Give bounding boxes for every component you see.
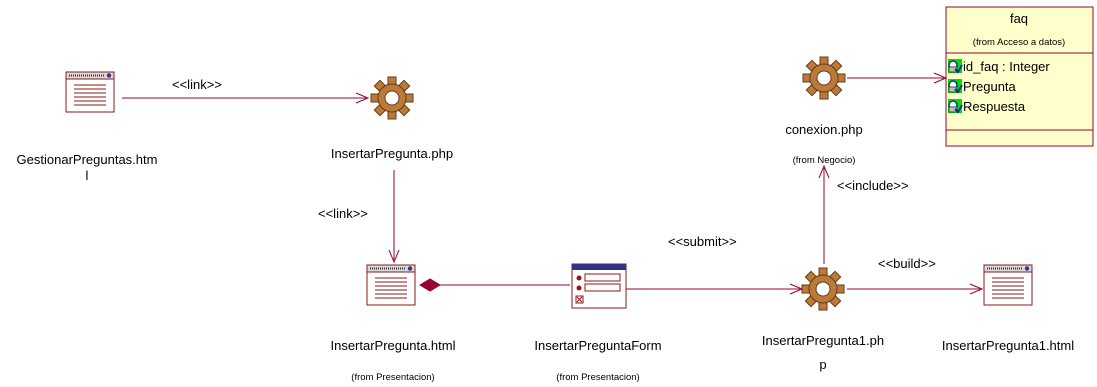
submit-stereotype: <<submit>>: [668, 234, 737, 249]
class-name: faq: [1010, 11, 1028, 26]
build-stereotype: <<build>>: [878, 256, 936, 271]
include-arrowhead: [818, 164, 830, 179]
link-arrowhead-1: [355, 92, 370, 104]
node-insertar-pregunta-php[interactable]: InsertarPregunta.php: [331, 76, 453, 161]
class-from: (from Acceso a datos): [973, 37, 1065, 48]
node-insertar-pregunta-html[interactable]: InsertarPregunta.html (from Presentacion…: [330, 264, 456, 383]
node-label: GestionarPreguntas.htm: [17, 152, 158, 167]
include-stereotype: <<include>>: [837, 178, 909, 193]
node-insertar-pregunta-form[interactable]: InsertarPreguntaForm (from Presentacion): [534, 263, 662, 383]
link-arrowhead-2: [388, 249, 400, 264]
form-icon: [571, 263, 627, 309]
node-label: InsertarPregunta.php: [331, 146, 453, 161]
class-attribute: Pregunta: [963, 79, 1017, 94]
gear-icon: [802, 56, 846, 100]
node-label: InsertarPreguntaForm: [534, 338, 661, 353]
attribute-icon: [947, 58, 963, 74]
node-label: conexion.php: [785, 122, 862, 137]
class-attribute: id_faq : Integer: [963, 59, 1050, 74]
node-label: InsertarPregunta.html: [330, 338, 455, 353]
class-box: [945, 6, 1094, 147]
node-label: InsertarPregunta1.html: [942, 338, 1074, 353]
page-icon: [983, 264, 1033, 306]
node-from: (from Presentacion): [351, 372, 434, 383]
class-attribute: Respuesta: [963, 99, 1026, 114]
attribute-icon: [947, 98, 963, 114]
aggregation-diamond: [419, 278, 441, 292]
node-from: (from Presentacion): [556, 372, 639, 383]
gear-icon: [370, 76, 414, 120]
link-stereotype-1: <<link>>: [172, 77, 222, 92]
node-insertar-pregunta1-php[interactable]: InsertarPregunta1.ph p: [762, 267, 884, 372]
build-arrowhead: [969, 283, 984, 295]
node-conexion-php[interactable]: conexion.php (from Negocio): [785, 56, 863, 166]
node-insertar-pregunta1-html[interactable]: InsertarPregunta1.html: [942, 264, 1074, 353]
node-label-cont: l: [86, 168, 89, 183]
node-gestionar-preguntas-html[interactable]: GestionarPreguntas.htm l: [17, 71, 158, 183]
node-label: InsertarPregunta1.ph: [762, 333, 884, 348]
attribute-icon: [947, 78, 963, 94]
node-from: (from Negocio): [793, 155, 856, 166]
page-icon: [366, 264, 416, 306]
page-icon: [65, 71, 115, 113]
link-stereotype-2: <<link>>: [318, 206, 368, 221]
node-label-cont: p: [819, 357, 826, 372]
gear-icon: [801, 267, 845, 311]
class-faq[interactable]: faq (from Acceso a datos) id_faq : Integ…: [945, 6, 1094, 147]
